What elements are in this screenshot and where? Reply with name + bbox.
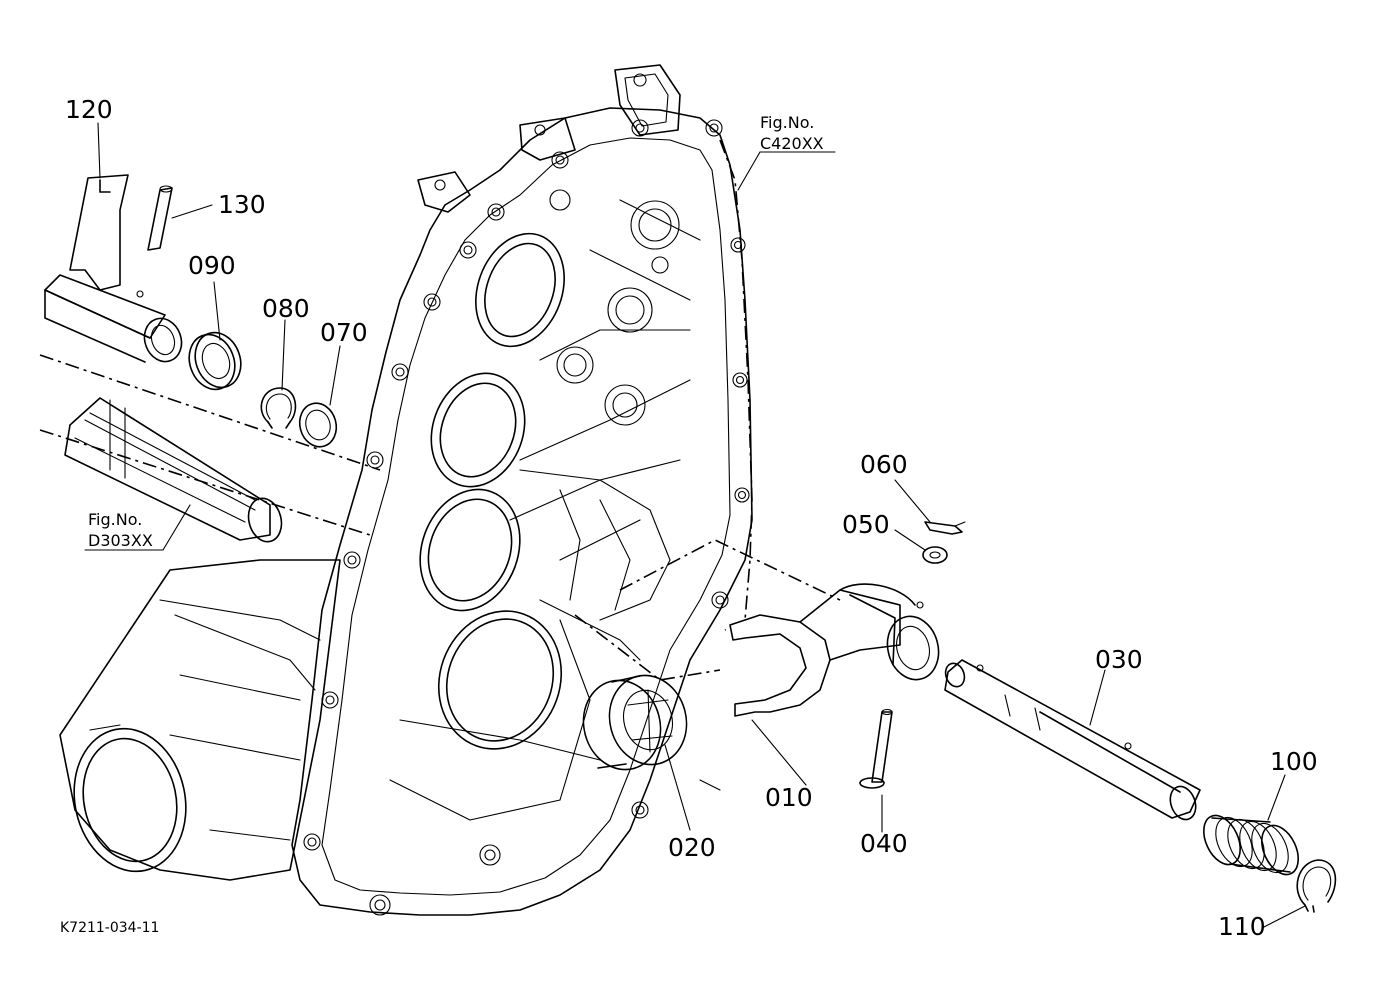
label-030: 030 [1095, 645, 1143, 674]
part-080-circlip [260, 387, 297, 429]
cover-outline-c420xx [719, 139, 753, 631]
fig-reference-d303xx: Fig.No. D303XX [88, 510, 153, 550]
transmission-case [291, 64, 753, 916]
label-100: 100 [1270, 747, 1318, 776]
fig-ref-code: D303XX [88, 531, 153, 550]
part-060-cotter-pin [924, 521, 966, 535]
label-050: 050 [842, 510, 890, 539]
part-110-circlip [1296, 859, 1337, 913]
housing-nose [59, 559, 341, 881]
label-060: 060 [860, 450, 908, 479]
fig-ref-prefix: Fig.No. [88, 510, 142, 529]
center-lines [39, 354, 841, 791]
part-labels: 120 130 090 080 070 060 050 030 100 010 … [65, 95, 1318, 941]
part-130-pin [147, 185, 173, 251]
part-020-sleeve [582, 674, 688, 771]
part-010-shift-fork [729, 583, 940, 717]
splined-shaft-d303xx [64, 397, 283, 543]
leader-lines [84, 122, 1306, 929]
fig-ref-prefix: Fig.No. [760, 113, 814, 132]
label-070: 070 [320, 318, 368, 347]
fig-reference-c420xx: Fig.No. C420XX [760, 113, 824, 153]
part-090-seal [188, 331, 242, 391]
part-030-shift-rod [944, 659, 1201, 821]
label-010: 010 [765, 783, 813, 812]
label-040: 040 [860, 829, 908, 858]
fig-ref-code: C420XX [760, 134, 824, 153]
label-130: 130 [218, 190, 266, 219]
part-100-spring [1203, 814, 1299, 876]
label-020: 020 [668, 833, 716, 862]
label-080: 080 [262, 294, 310, 323]
label-120: 120 [65, 95, 113, 124]
part-070-washer [298, 402, 338, 448]
drawing-code: K7211-034-11 [60, 920, 159, 936]
part-040-pin [859, 708, 893, 789]
label-090: 090 [188, 251, 236, 280]
part-050-washer [922, 546, 948, 564]
part-120-shift-arm [44, 174, 183, 363]
label-110: 110 [1218, 912, 1266, 941]
